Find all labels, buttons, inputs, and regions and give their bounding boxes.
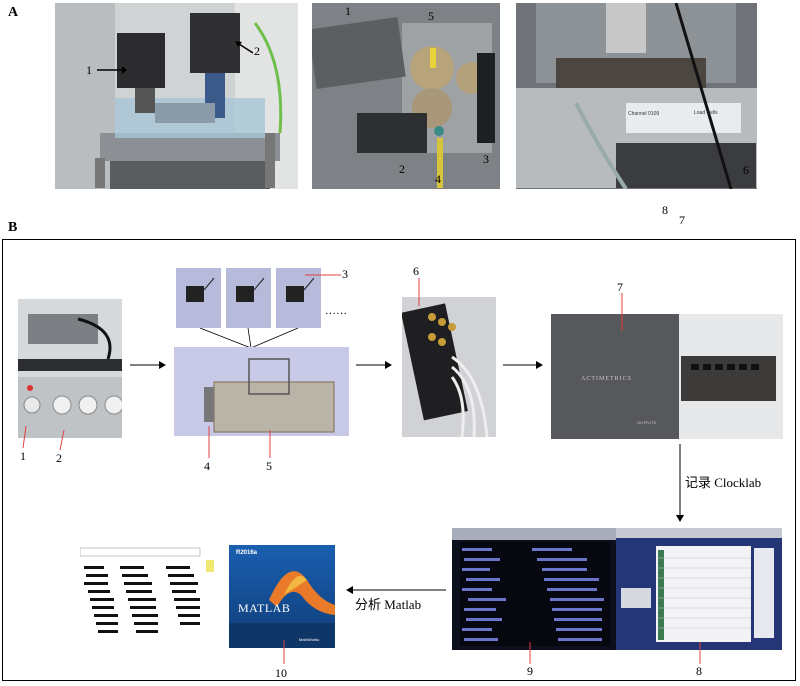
photo-2-callout-5: 5 — [428, 9, 434, 23]
photo-2-callout-3: 3 — [483, 152, 489, 166]
photo-3-callout-7: 7 — [679, 213, 685, 227]
flow-arrow-icon — [356, 361, 392, 369]
arrow-icon — [235, 41, 253, 54]
callout-1: 1 — [20, 449, 26, 463]
panel-b-frame — [2, 239, 796, 681]
flow-arrow-left-icon — [346, 586, 446, 594]
photo-1-callout-1: 1 — [86, 63, 92, 77]
panel-a-photo-2: 1 5 2 4 3 — [312, 3, 500, 189]
step-analyze-label: 分析 Matlab — [355, 597, 422, 612]
callout-10: 10 — [275, 666, 287, 680]
matlab-brand-text: MATLAB — [238, 601, 291, 615]
callout-3: 3 — [342, 267, 348, 281]
sensor-ellipsis: …… — [325, 305, 347, 317]
panel-b-clocklab-monitor-screenshot — [616, 528, 782, 650]
callout-lines — [529, 642, 701, 664]
panel-b-label: B — [8, 220, 18, 235]
panel-b-cage-photo — [174, 347, 349, 436]
photo-3-device-load-cells: Load Cells — [694, 110, 718, 116]
panel-a-photo-1: 1 2 — [55, 3, 298, 189]
callout-line — [283, 640, 285, 664]
interface-brand-text: ACTIMETRICS — [581, 376, 633, 382]
photo-1-illustration — [55, 3, 298, 189]
photo-2-illustration — [312, 3, 500, 189]
sensor-photo-3 — [276, 268, 321, 328]
photo-3-callout-8: 8 — [662, 203, 668, 217]
callout-7: 7 — [617, 280, 623, 294]
callout-lines — [22, 425, 65, 451]
callout-line — [305, 274, 341, 276]
panel-b-controller-photo — [18, 299, 122, 438]
callout-lines — [208, 426, 271, 458]
callout-2: 2 — [56, 451, 62, 465]
sensor-photo-2 — [226, 268, 271, 328]
panel-b-matlab-splash: R2016a MATLAB MathWorks — [229, 545, 335, 648]
callout-5: 5 — [266, 459, 272, 473]
controller-illustration — [18, 299, 122, 438]
photo-2-callout-1: 1 — [345, 4, 351, 18]
callout-4: 4 — [204, 459, 210, 473]
callout-8: 8 — [696, 664, 702, 678]
interface-outputs-text: OUTPUTS — [637, 420, 657, 425]
callout-6: 6 — [413, 264, 419, 278]
sensor-photo-1 — [176, 268, 221, 328]
photo-3-illustration — [516, 3, 757, 189]
flow-arrow-icon — [130, 361, 166, 369]
panel-a-label: A — [8, 5, 19, 20]
matlab-company-text: MathWorks — [299, 637, 320, 642]
panel-a-photo-3: Channel 0109 Load Cells 6 — [516, 3, 757, 189]
step-record-label: 记录 Clocklab — [685, 475, 762, 490]
panel-b-clocklab-actogram-screenshot — [452, 528, 616, 650]
panel-b-interface-photo: ACTIMETRICS OUTPUTS — [551, 314, 783, 439]
photo-1-callout-2: 2 — [254, 44, 260, 58]
callout-line — [621, 293, 623, 331]
photo-2-callout-2: 2 — [399, 162, 405, 176]
callout-line — [418, 278, 420, 306]
flow-arrow-icon — [503, 361, 543, 369]
photo-2-callout-4: 4 — [435, 172, 441, 186]
photo-3-callout-6: 6 — [743, 163, 749, 177]
callout-9: 9 — [527, 664, 533, 678]
panel-b-junction-photo — [402, 297, 496, 437]
sensor-connector-lines — [199, 328, 299, 349]
photo-3-device-channel: Channel 0109 — [628, 111, 660, 117]
matlab-version-text: R2016a — [236, 550, 258, 556]
flow-arrow-down-icon — [676, 444, 684, 522]
panel-b-actogram-output — [80, 544, 217, 640]
arrow-icon — [97, 66, 127, 74]
